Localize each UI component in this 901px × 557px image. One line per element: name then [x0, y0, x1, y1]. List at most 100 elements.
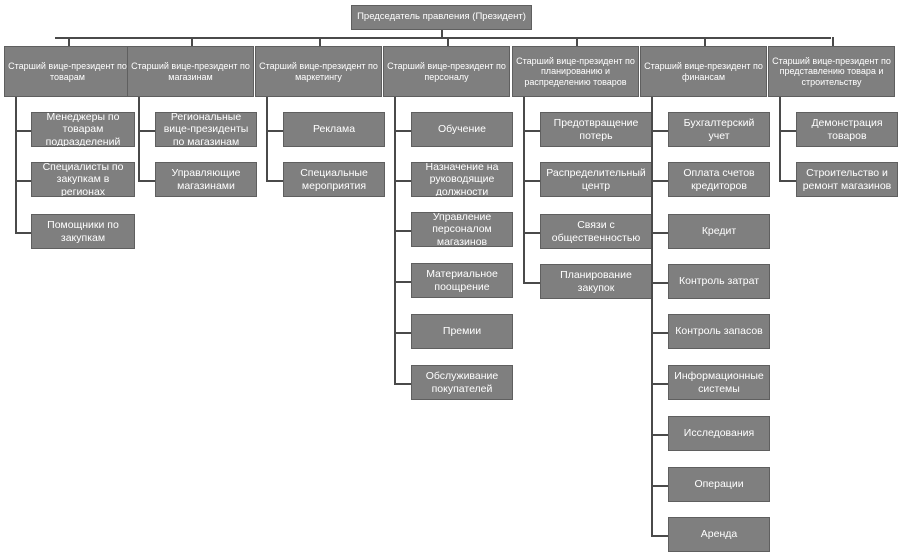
unit-box-1-2-label: Специалисты по закупкам в регионах: [42, 162, 124, 197]
unit-box-6-9: Аренда: [668, 517, 770, 552]
unit-box-5-2-label: Распределительный центр: [546, 167, 646, 192]
unit-box-4-3: Управление персоналом магазинов: [411, 212, 513, 247]
unit-box-6-2: Оплата счетов кредиторов: [668, 162, 770, 197]
branch-connector-4-4: [394, 281, 411, 283]
unit-box-4-5: Премии: [411, 314, 513, 349]
unit-box-1-3: Помощники по закупкам: [31, 214, 135, 249]
unit-box-5-4: Планирование закупок: [540, 264, 652, 299]
vp-box-7-label: Старший вице-президент по представлению …: [772, 55, 891, 87]
vp-drop-line-4: [447, 37, 449, 46]
branch-connector-1-1: [15, 130, 31, 132]
branch-connector-1-2: [15, 180, 31, 182]
unit-box-2-1: Региональные вице-президенты по магазина…: [155, 112, 257, 147]
vp-drop-line-7: [832, 37, 834, 46]
branch-connector-6-9: [651, 535, 668, 537]
branch-connector-4-6: [394, 383, 411, 385]
unit-box-6-6: Информационные системы: [668, 365, 770, 400]
branch-connector-2-1: [138, 130, 155, 132]
vp-box-2: Старший вице-президент по магазинам: [127, 46, 254, 97]
unit-box-7-2-label: Строительство и ремонт магазинов: [802, 167, 892, 192]
vp-box-5-label: Старший вице-президент по планированию и…: [516, 55, 635, 87]
unit-box-1-1-label: Менеджеры по товарам подразделений: [45, 112, 121, 147]
unit-box-7-1-label: Демонстрация товаров: [811, 117, 883, 142]
unit-box-6-1-label: Бухгалтерский учет: [683, 117, 755, 142]
vp-box-3: Старший вице-президент по маркетингу: [255, 46, 382, 97]
unit-box-6-4-label: Контроль затрат: [678, 275, 760, 288]
vp-drop-line-3: [319, 37, 321, 46]
vp-box-2-label: Старший вице-президент по магазинам: [131, 61, 250, 82]
unit-box-5-3-label: Связи с общественностью: [551, 219, 641, 244]
unit-box-5-1: Предотвращение потерь: [540, 112, 652, 147]
unit-box-6-4: Контроль затрат: [668, 264, 770, 299]
unit-box-2-2: Управляющие магазинами: [155, 162, 257, 197]
vp-drop-line-1: [68, 37, 70, 46]
branch-connector-2-2: [138, 180, 155, 182]
unit-box-3-2-label: Специальные мероприятия: [300, 167, 368, 192]
branch-connector-5-2: [523, 180, 540, 182]
unit-box-7-2: Строительство и ремонт магазинов: [796, 162, 898, 197]
vp-box-3-label: Старший вице-президент по маркетингу: [259, 61, 378, 82]
unit-box-1-3-label: Помощники по закупкам: [47, 219, 119, 244]
branch-connector-5-4: [523, 282, 540, 284]
branch-spine-7: [779, 97, 781, 181]
branch-connector-6-4: [651, 282, 668, 284]
unit-box-5-1-label: Предотвращение потерь: [553, 117, 639, 142]
unit-box-4-1-label: Обучение: [437, 123, 486, 136]
unit-box-6-8: Операции: [668, 467, 770, 502]
unit-box-6-8-label: Операции: [694, 478, 744, 491]
branch-connector-7-1: [779, 130, 796, 132]
unit-box-6-9-label: Аренда: [700, 528, 738, 541]
unit-box-6-1: Бухгалтерский учет: [668, 112, 770, 147]
unit-box-5-4-label: Планирование закупок: [560, 269, 632, 294]
vp-horizontal-bar: [55, 37, 831, 39]
unit-box-5-3: Связи с общественностью: [540, 214, 652, 249]
vp-drop-line-2: [191, 37, 193, 46]
unit-box-6-2-label: Оплата счетов кредиторов: [683, 167, 755, 192]
branch-connector-4-2: [394, 180, 411, 182]
unit-box-4-6-label: Обслуживание покупателей: [425, 370, 499, 395]
unit-box-1-2: Специалисты по закупкам в регионах: [31, 162, 135, 197]
branch-connector-6-3: [651, 232, 668, 234]
unit-box-1-1: Менеджеры по товарам подразделений: [31, 112, 135, 147]
unit-box-4-3-label: Управление персоналом магазинов: [432, 212, 492, 247]
branch-connector-4-5: [394, 332, 411, 334]
unit-box-4-1: Обучение: [411, 112, 513, 147]
vp-drop-line-5: [576, 37, 578, 46]
branch-connector-6-5: [651, 332, 668, 334]
unit-box-4-4-label: Материальное поощрение: [426, 268, 498, 293]
vp-drop-line-6: [704, 37, 706, 46]
branch-connector-6-1: [651, 130, 668, 132]
unit-box-4-2: Назначение на руководящие должности: [411, 162, 513, 197]
branch-spine-4: [394, 97, 396, 384]
branch-spine-6: [651, 97, 653, 536]
branch-connector-3-1: [266, 130, 283, 132]
unit-box-4-4: Материальное поощрение: [411, 263, 513, 298]
unit-box-6-5-label: Контроль запасов: [675, 325, 763, 338]
unit-box-6-7: Исследования: [668, 416, 770, 451]
branch-spine-2: [138, 97, 140, 181]
vp-box-4: Старший вице-президент по персоналу: [383, 46, 510, 97]
unit-box-5-2: Распределительный центр: [540, 162, 652, 197]
president-connector: [441, 30, 443, 38]
branch-connector-6-8: [651, 485, 668, 487]
unit-box-4-2-label: Назначение на руководящие должности: [425, 162, 499, 197]
branch-connector-6-7: [651, 434, 668, 436]
vp-box-4-label: Старший вице-президент по персоналу: [387, 61, 506, 82]
branch-connector-4-3: [394, 230, 411, 232]
president-label: Председатель правления (Президент): [357, 11, 526, 23]
branch-connector-6-2: [651, 180, 668, 182]
unit-box-6-5: Контроль запасов: [668, 314, 770, 349]
vp-box-7: Старший вице-президент по представлению …: [768, 46, 895, 97]
unit-box-6-3: Кредит: [668, 214, 770, 249]
vp-box-5: Старший вице-президент по планированию и…: [512, 46, 639, 97]
branch-spine-5: [523, 97, 525, 283]
branch-connector-5-1: [523, 130, 540, 132]
president-box: Председатель правления (Президент): [351, 5, 532, 30]
unit-box-3-1-label: Реклама: [312, 123, 356, 136]
branch-connector-1-3: [15, 232, 31, 234]
branch-spine-1: [15, 97, 17, 233]
branch-connector-5-3: [523, 232, 540, 234]
unit-box-7-1: Демонстрация товаров: [796, 112, 898, 147]
branch-connector-3-2: [266, 180, 283, 182]
